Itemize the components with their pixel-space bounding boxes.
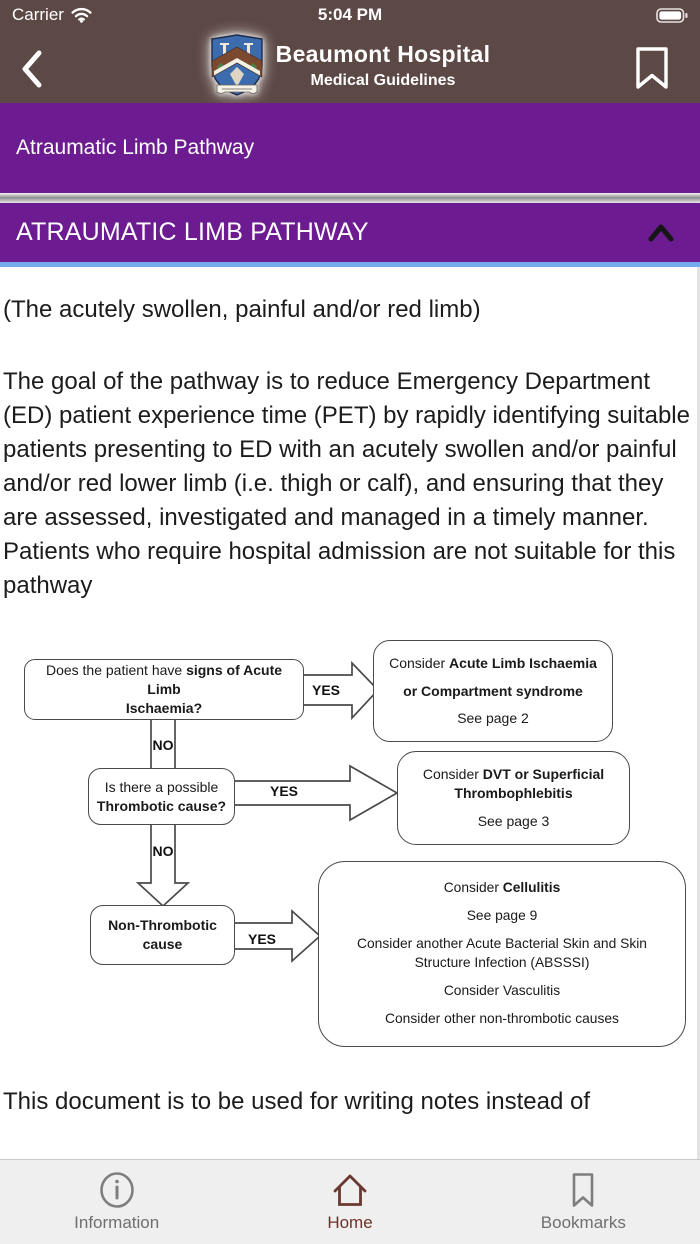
intro-text: (The acutely swollen, painful and/or red… [3,296,481,323]
yes-arrow-2 [235,764,399,822]
tab-home[interactable]: Home [233,1160,466,1244]
flow-text: Thrombotic cause? [96,797,227,814]
app-header: Beaumont Hospital Medical Guidelines [0,30,700,103]
flow-text: Consider another Acute Bacterial Skin an… [357,936,647,970]
battery-icon [656,7,688,23]
back-button[interactable] [20,48,54,90]
home-icon [333,1174,367,1206]
page-title-bar: Atraumatic Limb Pathway [0,103,700,193]
bookmark-button[interactable] [634,46,670,90]
divider-band [0,193,700,203]
yes-label-2: YES [269,783,298,799]
flow-text: or Compartment syndrome [403,682,583,699]
app-subtitle: Medical Guidelines [310,71,456,89]
hospital-crest-logo [210,34,263,96]
tab-bar: Information Home Bookmarks [0,1159,700,1244]
flow-text: Thrombophlebitis [454,785,573,801]
section-header-atraumatic-limb-pathway[interactable]: ATRAUMATIC LIMB PATHWAY [0,203,700,262]
goal-paragraph: The goal of the pathway is to reduce Eme… [3,368,690,599]
flow-text: Is there a possible [104,778,219,795]
chevron-up-icon [648,224,674,241]
flow-text: signs of Acute Limb [147,662,283,698]
flow-node-non-thrombotic-cause: Non-Thrombotic cause [90,905,235,965]
flow-result-acute-limb-ischaemia: Consider Acute Limb Ischaemia or Compart… [373,640,613,742]
carrier-label: Carrier [12,5,64,24]
flow-text: Does the patient have [45,662,187,679]
yes-label-1: YES [311,682,340,698]
section-title: ATRAUMATIC LIMB PATHWAY [16,218,369,246]
page-title: Atraumatic Limb Pathway [16,136,255,159]
flow-question-acute-limb-ischaemia: Does the patient have signs of Acute Lim… [24,659,304,720]
flow-text: Non-Thrombotic [108,917,217,934]
flow-result-dvt: Consider DVT or Superficial Thrombophleb… [397,751,630,845]
tab-bookmarks[interactable]: Bookmarks [467,1160,700,1244]
app-title: Beaumont Hospital [275,40,491,67]
flow-question-thrombotic-cause: Is there a possible Thrombotic cause? [88,768,235,825]
chevron-left-icon [22,50,42,88]
tab-label: Information [74,1212,160,1232]
flow-text: See page 9 [466,908,538,924]
flow-text: Consider Vasculitis [443,983,561,998]
flow-text: Consider [389,654,450,671]
tab-information[interactable]: Information [0,1160,233,1244]
notes-paragraph: This document is to be used for writing … [3,1088,590,1115]
clock: 5:04 PM [317,5,383,24]
flow-text: Consider [422,766,483,783]
yes-label-3: YES [247,931,276,947]
pathway-flowchart: Does the patient have signs of Acute Lim… [0,613,697,1068]
flowchart-connectors [135,660,399,963]
flow-result-cellulitis: Consider Cellulitis See page 9 Consider … [318,861,686,1047]
flow-text: See page 3 [477,813,550,829]
flow-text: Ischaemia? [125,699,203,716]
bookmark-outline-icon [636,47,668,89]
no-label-2: NO [152,843,174,859]
flow-text: Consider other non-thrombotic causes [385,1011,619,1026]
wifi-icon [71,8,92,23]
flow-text: DVT or Superficial [482,766,605,783]
info-icon [99,1171,134,1208]
flow-text: cause [142,936,183,952]
no-label-1: NO [152,737,174,753]
flow-text: Cellulitis [502,880,561,896]
flow-text: See page 2 [457,710,529,727]
bookmark-icon [573,1172,594,1207]
accent-underline [0,262,700,267]
status-bar: Carrier 5:04 PM [0,0,700,30]
flow-text: Consider [443,880,503,896]
tab-label: Home [327,1212,373,1232]
tab-label: Bookmarks [540,1212,626,1232]
document-content[interactable]: (The acutely swollen, painful and/or red… [0,267,700,1160]
no-arrow-2 [135,825,191,908]
no-connector-1 [150,720,176,769]
flow-text: Acute Limb Ischaemia [449,654,597,671]
